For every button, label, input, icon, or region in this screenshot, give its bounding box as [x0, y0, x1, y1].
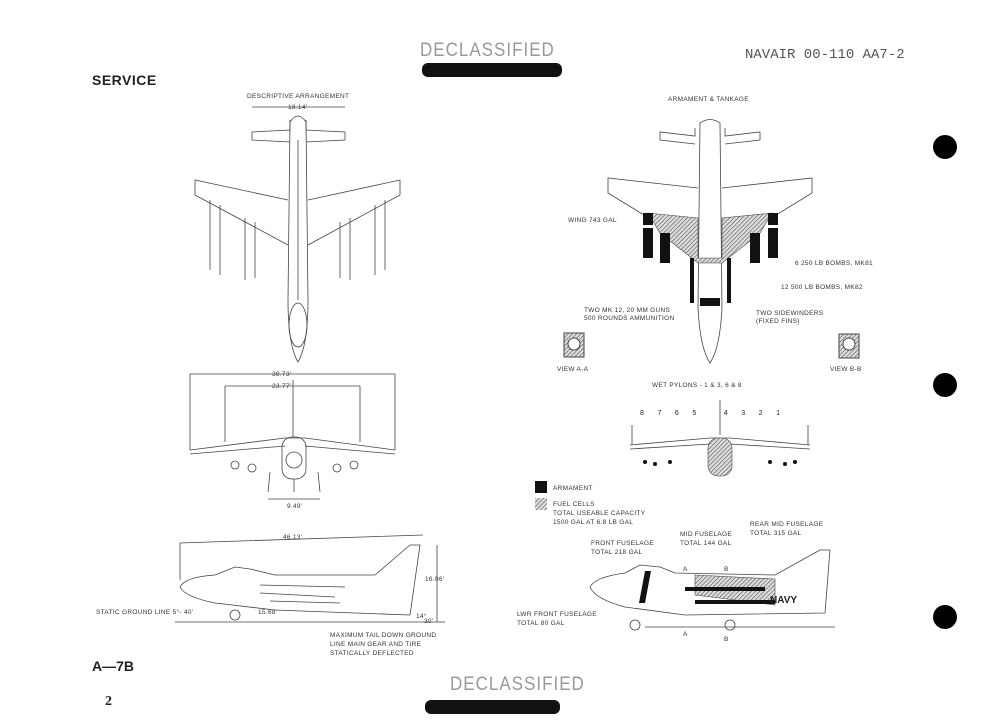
bombs-mk81-label: 6 250 LB BOMBS, MK81: [795, 260, 873, 267]
dim-length: 46.13': [283, 534, 303, 541]
dim-folded-span: 23.77': [272, 383, 292, 390]
pylon-5: 5: [692, 410, 697, 417]
view-bb-section: [838, 331, 860, 359]
top-view-aircraft: [190, 100, 410, 370]
section-b-top: B: [724, 566, 729, 573]
pylon-7: 7: [657, 410, 662, 417]
rear-mid-fuselage-1: REAR MID FUSELAGE: [750, 521, 824, 528]
top-view-armament: [600, 118, 820, 368]
declassified-stamp-top: DECLASSIFIED: [420, 38, 555, 61]
guns-label-2: 500 ROUNDS AMMUNITION: [584, 315, 675, 322]
view-aa-section: [563, 330, 585, 358]
section-b-bottom: B: [724, 636, 729, 643]
view-aa-label: VIEW A-A: [557, 366, 589, 373]
binder-hole-1: [933, 135, 957, 159]
armament-tankage-title: ARMAMENT & TANKAGE: [668, 96, 749, 103]
section-a-top: A: [683, 566, 688, 573]
model-label: A—7B: [92, 658, 135, 674]
mid-fuselage-2: TOTAL 144 GAL: [680, 540, 732, 547]
side-view-armament: NAVY: [585, 545, 835, 635]
dim-height: 16.06': [425, 576, 445, 583]
sidewinders-label-1: TWO SIDEWINDERS: [756, 310, 824, 317]
legend-fuel-3: 1500 GAL AT 6.8 LB GAL: [553, 519, 634, 526]
bombs-mk82-label: 12 500 LB BOMBS, MK82: [781, 284, 863, 291]
tail-note-3: STATICALLY DEFLECTED: [330, 650, 414, 657]
pylon-3: 3: [741, 410, 746, 417]
legend-armament: ARMAMENT: [553, 485, 593, 492]
binder-hole-2: [933, 373, 957, 397]
wing-fuel-label: WING 743 GAL: [568, 217, 617, 224]
descriptive-arrangement-title: DESCRIPTIVE ARRANGEMENT: [247, 93, 350, 100]
pylon-4: 4: [723, 410, 728, 417]
view-bb-label: VIEW B-B: [830, 366, 862, 373]
dim-wheelbase: 15.68': [258, 609, 278, 616]
navy-marking: NAVY: [770, 595, 797, 606]
rear-mid-fuselage-2: TOTAL 315 GAL: [750, 530, 802, 537]
tail-clearance: 30': [424, 618, 434, 625]
binder-hole-3: [933, 605, 957, 629]
tail-note-2: LINE MAIN GEAR AND TIRE: [330, 641, 422, 648]
redaction-bar-top: [422, 63, 562, 77]
redaction-bar-bottom: [425, 700, 560, 714]
wet-pylons-label: WET PYLONS - 1 & 3, 6 & 8: [652, 382, 742, 389]
front-view-armament: [630, 400, 810, 500]
lwr-front-fuselage-2: TOTAL 80 GAL: [517, 620, 565, 627]
front-fuselage-2: TOTAL 218 GAL: [591, 549, 643, 556]
front-view-aircraft: [190, 372, 405, 512]
front-fuselage-1: FRONT FUSELAGE: [591, 540, 654, 547]
guns-label-1: TWO MK 12, 20 MM GUNS: [584, 307, 671, 314]
dim-wingspan: 38.73': [272, 371, 292, 378]
static-ground-line-label: STATIC GROUND LINE 5°- 40': [96, 609, 194, 616]
side-view-aircraft: [175, 535, 455, 630]
legend-fuel-2: TOTAL USEABLE CAPACITY: [553, 510, 646, 517]
section-a-bottom: A: [683, 631, 688, 638]
legend-fuel-1: FUEL CELLS: [553, 501, 595, 508]
dim-tail-span: 18.14': [288, 104, 308, 111]
tail-angle: 14°: [416, 613, 427, 620]
pylon-numbers: 8 7 6 5 4 3 2 1: [640, 410, 780, 417]
section-title: SERVICE: [92, 72, 157, 88]
pylon-8: 8: [640, 410, 644, 417]
sidewinders-label-2: (FIXED FINS): [756, 318, 800, 325]
tail-note-1: MAXIMUM TAIL DOWN GROUND: [330, 632, 437, 639]
pylon-6: 6: [674, 410, 679, 417]
pylon-1: 1: [776, 410, 780, 417]
page-number: 2: [105, 694, 112, 709]
lwr-front-fuselage-1: LWR FRONT FUSELAGE: [517, 611, 597, 618]
legend-swatches: [535, 481, 547, 510]
mid-fuselage-1: MID FUSELAGE: [680, 531, 732, 538]
dim-track: 9.49': [287, 503, 303, 510]
declassified-stamp-bottom: DECLASSIFIED: [450, 672, 585, 695]
pylon-2: 2: [758, 410, 763, 417]
document-number: NAVAIR 00-110 AA7-2: [745, 47, 905, 63]
